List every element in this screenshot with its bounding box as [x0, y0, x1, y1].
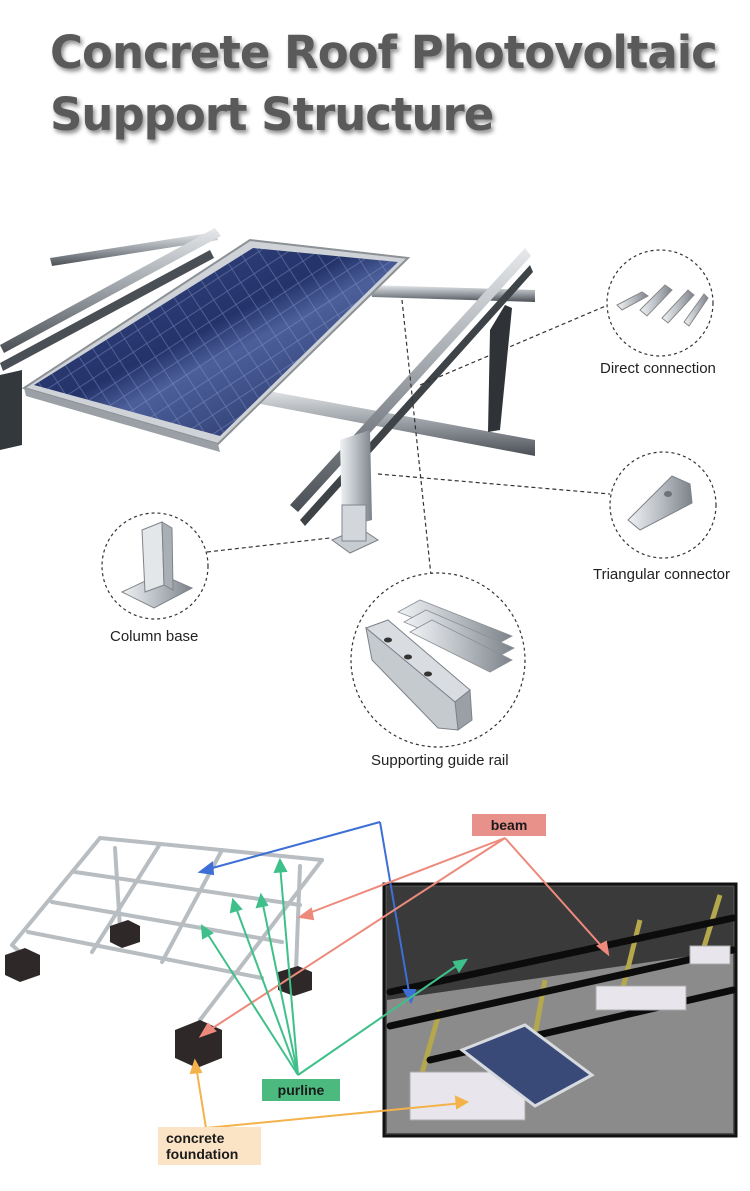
- concrete-blocks: [5, 920, 312, 1068]
- direct-connection-label: Direct connection: [600, 360, 716, 377]
- rack-frame: [10, 836, 324, 1034]
- concrete-foundation-line-1: concrete: [166, 1130, 225, 1146]
- purline-tag: purline: [262, 1079, 340, 1101]
- purline-arrows: [200, 857, 469, 1076]
- supporting-guide-rail-callout: [350, 572, 526, 748]
- upright-posts: [0, 305, 512, 528]
- support-structure-illustration: [0, 228, 717, 748]
- leader-lines: [206, 299, 611, 586]
- direct-connection-callout: [606, 249, 714, 357]
- triangular-connector-callout: [609, 451, 717, 559]
- title-line-1: Concrete Roof Photovoltaic: [50, 26, 718, 79]
- triangular-connector-label: Triangular connector: [593, 566, 731, 583]
- column-base-label: Column base: [110, 628, 199, 645]
- concrete-foundation-tag: concrete foundation: [158, 1127, 261, 1165]
- post-base: [330, 504, 380, 554]
- blue-arrows: [197, 821, 417, 1005]
- inset-photo: [382, 882, 738, 1138]
- concrete-foundation-line-2: foundation: [166, 1146, 239, 1162]
- title-line-2: Support Structure: [50, 88, 494, 141]
- beam-arrows: [198, 837, 610, 1038]
- supporting-guide-rail-label: Supporting guide rail: [371, 752, 509, 769]
- page-title: Concrete Roof Photovoltaic Support Struc…: [50, 22, 718, 146]
- column-base-callout: [101, 512, 209, 620]
- beam-tag: beam: [472, 814, 546, 836]
- solar-panel: [21, 238, 411, 452]
